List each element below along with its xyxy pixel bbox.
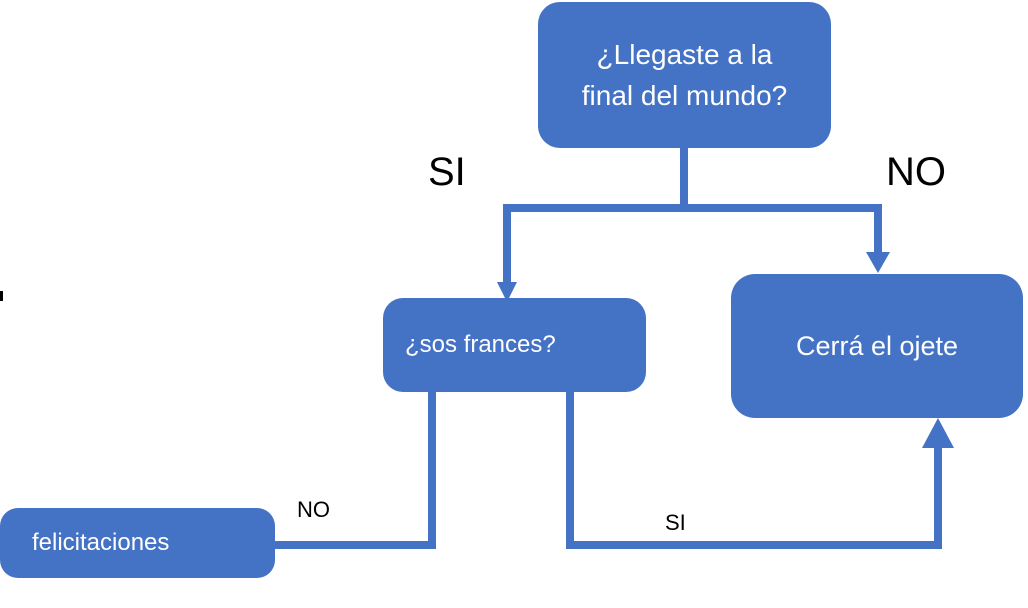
edge-label-question-no: NO	[297, 497, 330, 522]
question-node-text: ¿sos frances?	[405, 331, 556, 358]
edge-start-to-close	[684, 204, 890, 273]
start-node-line: ¿Llegaste a la	[596, 39, 773, 70]
edge-question-to-close-arrowhead	[922, 418, 954, 448]
congrats-node: felicitaciones	[0, 508, 275, 578]
edge-question-to-close-line	[566, 392, 942, 549]
close-node-text: Cerrá el ojete	[795, 330, 959, 361]
congrats-node-text: felicitaciones	[32, 529, 170, 556]
question-node: ¿sos frances?	[383, 298, 646, 392]
edge-start-to-question-line	[503, 148, 688, 284]
edge-fragment	[0, 291, 3, 301]
edge-label-question-yes: SI	[665, 510, 686, 535]
edge-question-to-congrats-line	[275, 392, 436, 549]
edge-label-start-no: NO	[886, 150, 946, 194]
start-node: ¿Llegaste a la final del mundo?	[538, 2, 831, 148]
edge-start-to-question-arrowhead	[497, 282, 517, 302]
edge-question-to-congrats	[275, 392, 436, 549]
start-node-line: final del mundo?	[581, 80, 788, 111]
start-node-text: ¿Llegaste a la final del mundo?	[582, 34, 787, 116]
close-node: Cerrá el ojete	[731, 274, 1023, 418]
edge-start-to-question	[497, 148, 688, 302]
edge-question-to-close	[566, 392, 954, 549]
edge-start-to-close-arrowhead	[866, 252, 890, 273]
edge-label-start-yes: SI	[428, 150, 466, 194]
edge-start-to-close-line	[684, 204, 882, 255]
